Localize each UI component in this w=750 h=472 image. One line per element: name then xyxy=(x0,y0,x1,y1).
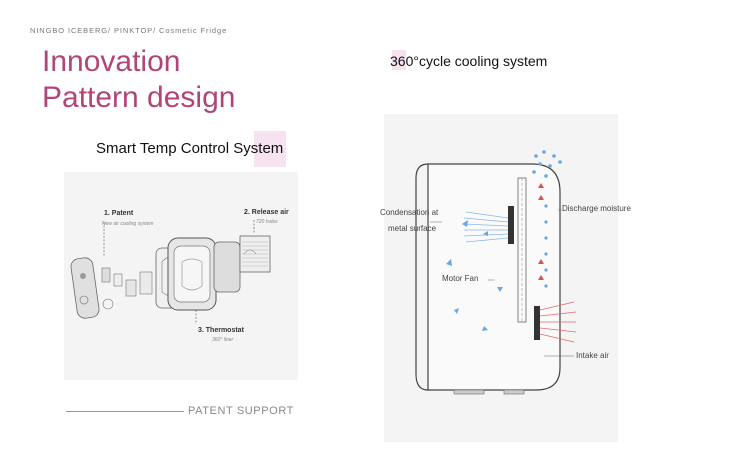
exploded-view-illustration xyxy=(70,220,271,324)
thermostat-label: 3. Thermostat xyxy=(198,327,244,334)
right-section-title: 360°cycle cooling system xyxy=(390,53,548,69)
exploded-view-panel: 1. Patent New air cooling system 2. Rele… xyxy=(64,172,298,380)
thermostat-sublabel: 360° liner xyxy=(212,337,234,343)
condensation-label-2: metal surface xyxy=(388,224,437,233)
motor-fan-label: Motor Fan xyxy=(442,274,479,283)
cooling-diagram-illustration xyxy=(415,150,577,395)
brand-line: NINGBO ICEBERG/ PINKTOP/ Cosmetic Fridge xyxy=(30,26,228,35)
title-highlight-left xyxy=(254,131,286,167)
discharge-label: Discharge moisture xyxy=(562,204,631,213)
patent-label: 1. Patent xyxy=(104,210,134,217)
release-air-sublabel: 720 holes xyxy=(256,219,278,225)
title-highlight-right xyxy=(392,50,406,70)
left-section-title: Smart Temp Control System xyxy=(96,140,284,157)
patent-sublabel: New air cooling system xyxy=(102,221,154,227)
headline: Innovation Pattern design xyxy=(42,44,235,116)
condensation-label-1: Condensation at xyxy=(380,208,439,217)
footer-label: PATENT SUPPORT xyxy=(188,405,294,417)
release-air-label: 2. Release air xyxy=(244,209,289,216)
intake-label: Intake air xyxy=(576,351,609,360)
headline-line-1: Innovation xyxy=(42,45,181,78)
footer-divider xyxy=(66,411,184,412)
headline-line-2: Pattern design xyxy=(42,81,236,114)
cooling-diagram-panel: Condensation at metal surface Discharge … xyxy=(380,114,631,442)
